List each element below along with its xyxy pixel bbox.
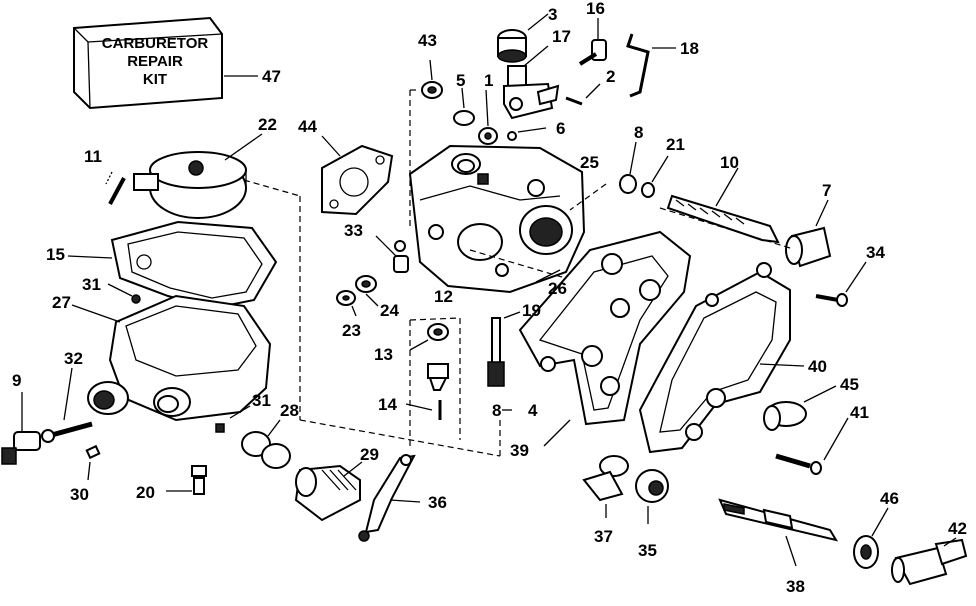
callout-3: 3 [548, 5, 557, 24]
float-pin [105, 171, 126, 205]
float-bowl [87, 294, 272, 422]
callout-42: 42 [948, 519, 967, 538]
coupling-35 [635, 469, 669, 503]
jet-14 [427, 363, 449, 391]
callout-43: 43 [418, 31, 437, 50]
bowl-gasket [110, 220, 278, 310]
float-part [133, 151, 247, 219]
callout-39: 39 [510, 441, 529, 460]
washer-8-upper [619, 174, 637, 194]
screw-20 [191, 465, 207, 495]
callout-1: 1 [484, 71, 493, 90]
ring-46 [853, 535, 879, 569]
callout-19: 19 [522, 301, 541, 320]
washer-21 [641, 182, 655, 198]
callout-23: 23 [342, 321, 361, 340]
callout-30: 30 [70, 485, 89, 504]
callout-26: 26 [548, 279, 567, 298]
link-rod-18 [626, 33, 650, 98]
cam-29 [294, 464, 361, 522]
callout-31-upper: 31 [82, 275, 101, 294]
callout-37: 37 [594, 527, 613, 546]
cover-40 [638, 262, 791, 454]
callout-34: 34 [866, 243, 885, 262]
callout-11: 11 [84, 147, 102, 166]
washer-13 [427, 323, 449, 341]
callout-7: 7 [822, 181, 831, 200]
callout-35: 35 [638, 541, 657, 560]
callout-31-lower: 31 [252, 391, 271, 410]
screw-32 [41, 421, 93, 443]
callout-41: 41 [850, 403, 869, 422]
callout-44: 44 [298, 117, 317, 136]
callout-29: 29 [360, 445, 379, 464]
kit-label-line1: CARBURETOR [102, 35, 209, 52]
arm-36 [358, 454, 416, 542]
callout-28: 28 [280, 401, 299, 420]
plunger-3 [497, 29, 527, 63]
kit-label-line2: REPAIR [127, 53, 183, 70]
callout-15: 15 [46, 245, 65, 264]
callout-45: 45 [840, 375, 859, 394]
screw-34 [815, 293, 848, 307]
callout-36: 36 [428, 493, 447, 512]
callout-25: 25 [580, 153, 599, 172]
callout-33: 33 [344, 221, 363, 240]
fitting-33 [393, 240, 409, 273]
plug-31-upper [131, 294, 141, 304]
callout-21: 21 [666, 135, 685, 154]
callout-13: 13 [374, 345, 393, 364]
callout-4: 4 [528, 401, 538, 420]
callout-12: 12 [434, 287, 453, 306]
callout-46: 46 [880, 489, 899, 508]
callout-10: 10 [720, 153, 739, 172]
callout-5: 5 [456, 71, 465, 90]
knob-7 [785, 226, 832, 268]
carburetor-body [408, 144, 586, 294]
callout-17: 17 [552, 27, 571, 46]
kit-label-line3: KIT [143, 71, 167, 88]
callout-14: 14 [378, 395, 397, 414]
callout-2: 2 [606, 67, 615, 86]
callout-24: 24 [380, 301, 399, 320]
callout-22: 22 [258, 115, 277, 134]
knob-45 [763, 401, 807, 431]
callout-20: 20 [136, 483, 155, 502]
nozzle-19 [487, 317, 505, 387]
plug-43 [421, 81, 443, 99]
callout-32: 32 [64, 349, 83, 368]
repair-kit-box: CARBURETOR REPAIR KIT [73, 16, 223, 110]
washer-24 [355, 275, 377, 293]
plug-5 [453, 110, 475, 126]
fuel-fitting-9 [1, 431, 41, 465]
callout-16: 16 [586, 0, 605, 18]
callout-6: 6 [556, 119, 565, 138]
plug-31-lower [215, 423, 225, 433]
callout-9: 9 [12, 371, 21, 390]
screw-41 [775, 453, 822, 475]
washer-23 [336, 290, 356, 306]
o-rings [241, 431, 291, 469]
callout-47: 47 [262, 67, 281, 86]
callout-labels: 1 2 3 4 5 6 7 8 8 9 10 11 12 13 14 15 16… [12, 0, 967, 596]
gasket-44 [321, 144, 394, 216]
callout-8-lower: 8 [492, 401, 501, 420]
cover-plate-39 [518, 230, 692, 426]
shaft-38 [718, 498, 839, 542]
pin-30 [85, 444, 101, 460]
handle-42 [891, 538, 968, 586]
callout-38: 38 [786, 577, 805, 596]
callout-27: 27 [52, 293, 71, 312]
screw-16 [578, 39, 607, 66]
callout-18: 18 [680, 39, 699, 58]
callout-8-upper: 8 [634, 123, 643, 142]
collar-37 [582, 455, 629, 502]
lever-2 [536, 84, 583, 106]
ball-6 [507, 131, 517, 141]
needle-valve-10 [666, 194, 780, 244]
callout-40: 40 [808, 357, 827, 376]
